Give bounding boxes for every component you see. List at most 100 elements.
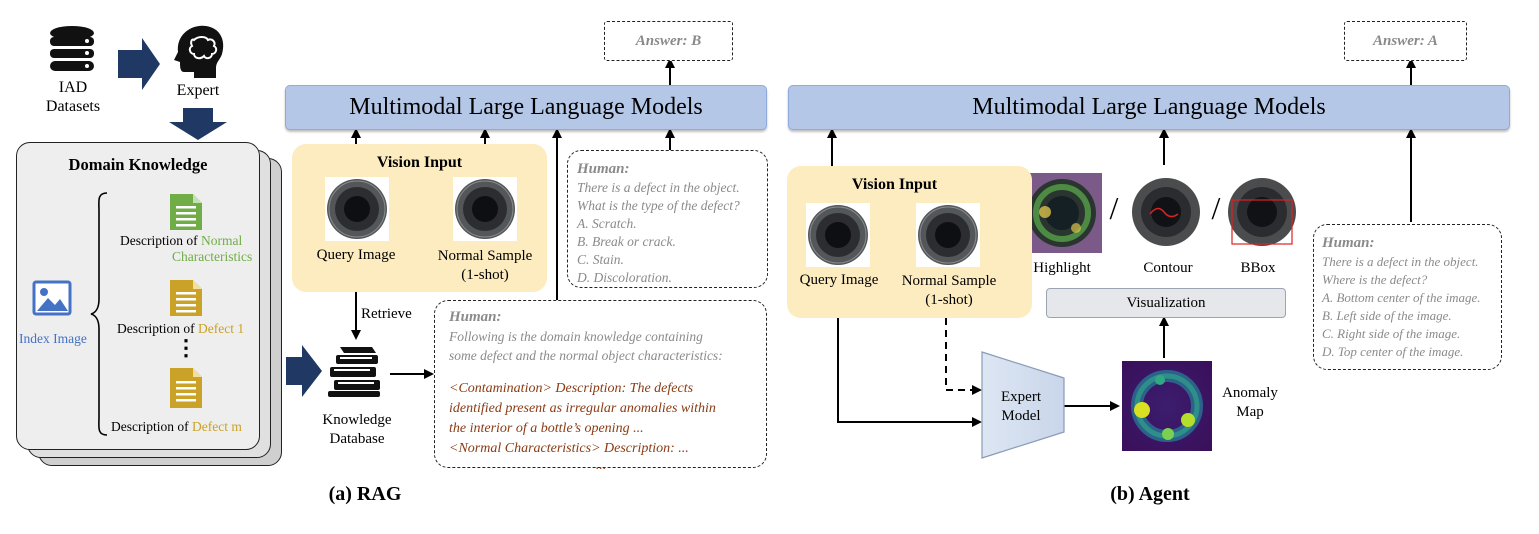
visualization-box: Visualization [1046, 288, 1286, 318]
rag-normal-sample-line2: (1-shot) [461, 267, 509, 283]
rag-q-line-0: There is a defect in the object. [577, 180, 740, 195]
rag-intro-line-1: some defect and the normal object charac… [449, 348, 723, 363]
expert-model-line2: Model [1001, 408, 1041, 424]
agent-q-line-0: There is a defect in the object. [1322, 254, 1479, 269]
rag-snippet-line-3: <Normal Characteristics> Description: ..… [449, 441, 689, 456]
rag-query-image-label: Query Image [316, 247, 396, 263]
rag-caption: (a) RAG [328, 483, 402, 505]
desc-prefix-2: Description of [117, 321, 195, 336]
agent-q-line-2: A. Bottom center of the image. [1322, 290, 1481, 305]
rag-normal-sample-label: Normal Sample (1-shot) [420, 247, 550, 285]
vertical-ellipsis: ⋮ [175, 335, 197, 360]
agent-caption: (b) Agent [1110, 483, 1190, 505]
bbox-image [1228, 173, 1296, 253]
highlight-image [1022, 173, 1102, 253]
rag-human-bottom-title: Human: [449, 309, 502, 325]
rag-q-line-4: C. Stain. [577, 252, 624, 267]
contour-label: Contour [1143, 260, 1193, 276]
knowledge-database-icon [326, 345, 386, 404]
agent-query-image [806, 203, 870, 267]
iad-datasets-line1: IAD [58, 79, 88, 96]
desc-defect1-label: Description of Defect 1 [117, 321, 244, 337]
rag-intro-line-0: Following is the domain knowledge contai… [449, 329, 703, 344]
iad-datasets-label: IAD Datasets [38, 78, 108, 116]
rag-human-bottom-box: Human: Following is the domain knowledge… [434, 300, 767, 473]
flow-arrow-right [118, 38, 160, 90]
rag-mllm-box: Multimodal Large Language Models [285, 85, 767, 130]
rag-q-line-3: B. Break or crack. [577, 234, 676, 249]
rag-snippet-line-0: <Contamination> Description: The defects [449, 381, 694, 396]
agent-q-line-3: B. Left side of the image. [1322, 308, 1452, 323]
rag-answer-box: Answer: B [604, 21, 733, 61]
agent-vision-title: Vision Input [851, 176, 938, 193]
expert-model-label: Expert Model [988, 388, 1054, 426]
anomaly-map-label: Anomaly Map [1212, 384, 1288, 422]
rag-q-line-1: What is the type of the defect? [577, 198, 740, 213]
rag-human-top-title: Human: [577, 161, 630, 177]
normal-part2: Characteristics [172, 249, 253, 264]
defect1-text: Defect 1 [197, 321, 245, 336]
agent-human-title: Human: [1322, 235, 1375, 251]
anomaly-map-image [1122, 361, 1212, 451]
desc-prefix-1: Description of [120, 233, 198, 248]
rag-snippet-line-2: the interior of a bottle’s opening ... [449, 421, 644, 436]
rag-vision-title: Vision Input [376, 154, 463, 171]
highlight-label: Highlight [1033, 260, 1091, 276]
rag-snippet-line-1: identified present as irregular anomalie… [449, 401, 716, 416]
rag-human-top-box: Human: There is a defect in the object. … [567, 150, 768, 288]
agent-query-image-label: Query Image [799, 272, 879, 288]
agent-q-line-4: C. Right side of the image. [1322, 326, 1461, 341]
database-icon [47, 25, 97, 78]
desc-normal-label: Description of Normal Characteristics [120, 233, 252, 265]
agent-normal-sample-line2: (1-shot) [925, 292, 973, 308]
rag-query-image [325, 177, 389, 241]
rag-snippet-tail: ... [595, 458, 607, 473]
agent-answer-box: Answer: A [1344, 21, 1467, 61]
kb-line1: Knowledge [322, 412, 392, 428]
index-image-label: Index Image [19, 331, 87, 346]
expert-head-icon [170, 22, 226, 85]
expert-model-line1: Expert [1001, 389, 1041, 405]
agent-normal-sample-image [916, 203, 980, 267]
index-image-icon [32, 280, 72, 320]
doc-icon-defectm [169, 367, 203, 414]
flow-arrow-kb [286, 345, 322, 397]
rag-human-bottom-intro: Following is the domain knowledge contai… [449, 327, 753, 365]
retrieve-label: Retrieve [361, 306, 412, 322]
rag-q-line-2: A. Scratch. [577, 216, 637, 231]
slash-2: / [1211, 190, 1221, 226]
doc-icon-normal [169, 193, 203, 236]
expert-label: Expert [176, 82, 220, 99]
knowledge-database-label: Knowledge Database [315, 411, 399, 449]
agent-normal-sample-label: Normal Sample (1-shot) [884, 272, 1014, 310]
slash-1: / [1109, 190, 1119, 226]
agent-mllm-box: Multimodal Large Language Models [788, 85, 1510, 130]
agent-q-line-5: D. Top center of the image. [1322, 344, 1464, 359]
rag-normal-sample-line1: Normal Sample [437, 248, 533, 264]
doc-icon-defect1 [169, 279, 203, 322]
domain-knowledge-card: Domain Knowledge Index Image Description… [16, 142, 260, 450]
anomaly-map-line1: Anomaly [1222, 385, 1278, 401]
iad-datasets-line2: Datasets [45, 98, 101, 115]
rag-knowledge-snippet: <Contamination> Description: The defects… [449, 379, 753, 473]
contour-image [1132, 173, 1200, 253]
domain-knowledge-title: Domain Knowledge [68, 155, 208, 174]
desc-prefix-3: Description of [111, 419, 189, 434]
agent-q-line-1: Where is the defect? [1322, 272, 1428, 287]
bbox-label: BBox [1240, 260, 1276, 276]
normal-part1: Normal [200, 233, 243, 248]
agent-normal-sample-line1: Normal Sample [901, 273, 997, 289]
desc-defectm-label: Description of Defect m [111, 419, 242, 435]
anomaly-map-line2: Map [1236, 404, 1264, 420]
expert-model-shape [981, 351, 1065, 459]
flow-arrow-down [169, 108, 227, 140]
agent-human-lines: There is a defect in the object. Where i… [1322, 253, 1481, 361]
rag-human-top-lines: There is a defect in the object. What is… [577, 179, 740, 287]
kb-line2: Database [329, 431, 385, 447]
agent-human-box: Human: There is a defect in the object. … [1313, 224, 1502, 370]
rag-normal-sample-image [453, 177, 517, 241]
curly-brace [90, 192, 108, 436]
rag-q-line-5: D. Discoloration. [577, 270, 672, 285]
defectm-text: Defect m [191, 419, 242, 434]
